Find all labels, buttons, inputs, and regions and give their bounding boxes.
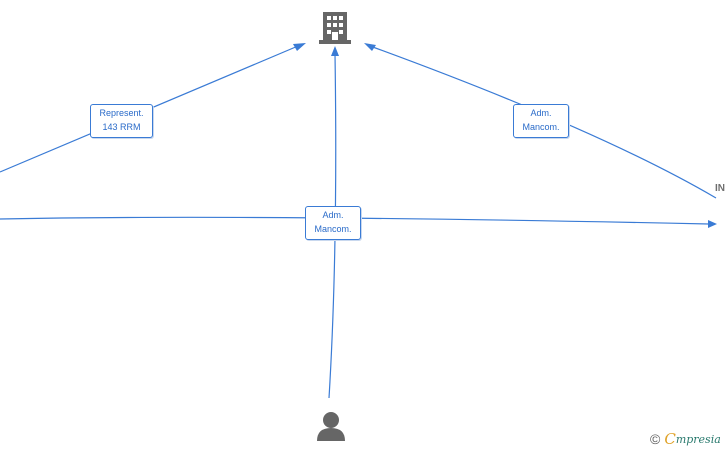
edge-label-represent[interactable]: Represent. 143 RRM [90,104,153,138]
edge-adm-right [369,45,717,199]
edge-label-line: Adm. [530,108,552,118]
person-icon[interactable] [317,412,345,441]
arrow-represent [293,43,306,51]
copyright-icon: © [650,431,661,447]
brand-name: mpresia [675,432,721,446]
brand-watermark: © C mpresia [650,430,721,448]
arrow-person-company [331,46,339,56]
edge-label-adm-right[interactable]: Adm. Mancom. [513,104,569,138]
edge-label-line: Mancom. [314,224,352,234]
edge-label-line: Adm. [322,210,344,220]
arrow-adm-right [364,43,376,51]
building-icon[interactable] [319,12,351,44]
edge-label-line: Represent. [99,108,144,118]
arrow-horizontal [708,220,717,228]
edge-horizontal [0,216,710,225]
brand-initial: C [664,430,676,448]
edge-label-line: 143 RRM [102,122,141,132]
truncated-node-label[interactable]: IN [715,183,725,194]
edge-label-line: Mancom. [522,122,560,132]
edge-label-adm-center[interactable]: Adm. Mancom. [305,206,361,240]
